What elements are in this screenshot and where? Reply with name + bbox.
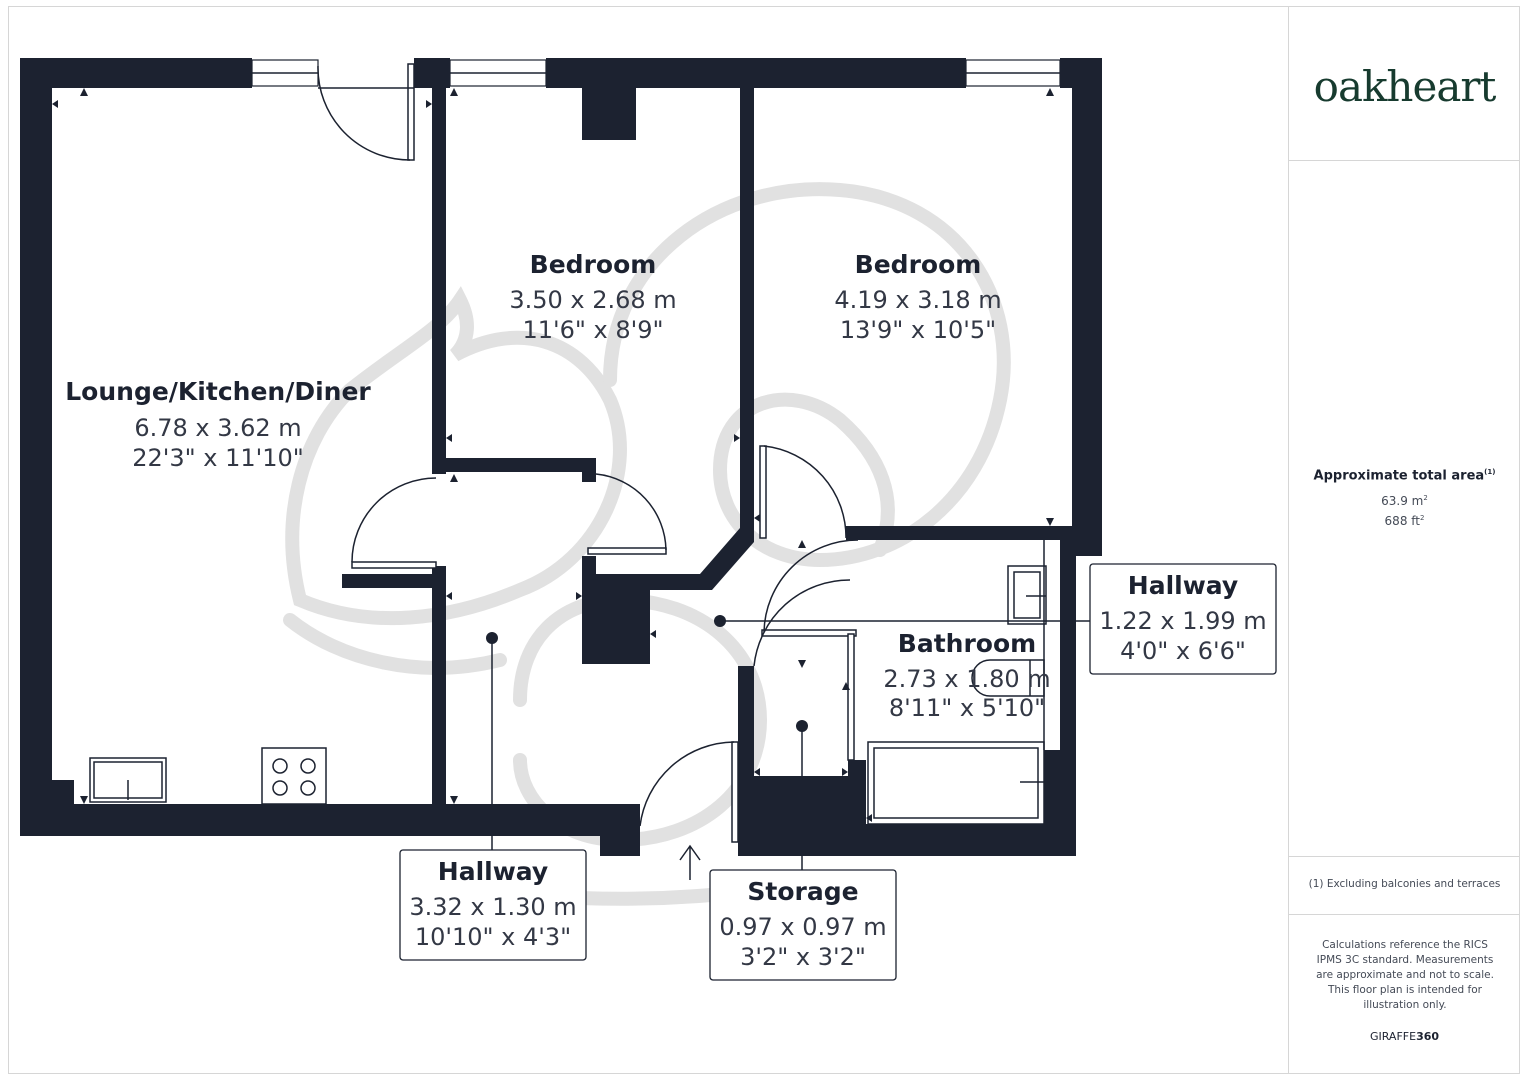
room-metric: 3.50 x 2.68 m	[509, 286, 676, 314]
room-metric: 2.73 x 1.80 m	[883, 665, 1050, 693]
unit-superscript: 2	[1419, 514, 1425, 522]
footnote: (1) Excluding balconies and terraces	[1308, 878, 1501, 890]
room-imperial: 10'10" x 4'3"	[415, 923, 571, 951]
room-metric: 4.19 x 3.18 m	[834, 286, 1001, 314]
credit-prefix: GIRAFFE	[1369, 1030, 1417, 1043]
area-sqm: 63.9 m2	[1289, 494, 1520, 508]
fixtures	[89, 540, 1047, 825]
divider	[1289, 160, 1520, 161]
floor-plan: Lounge/Kitchen/Diner 6.78 x 3.62 m 22'3"…	[20, 58, 1277, 981]
room-storage: Storage 0.97 x 0.97 m 3'2" x 3'2"	[709, 869, 897, 981]
storage-marker	[796, 720, 808, 732]
dimension-markers	[52, 88, 1054, 822]
room-metric: 0.97 x 0.97 m	[719, 913, 886, 941]
room-metric: 1.22 x 1.99 m	[1099, 607, 1266, 635]
room-imperial: 3'2" x 3'2"	[740, 943, 866, 971]
room-metric: 6.78 x 3.62 m	[134, 414, 301, 442]
page-frame	[8, 6, 1520, 1074]
credit-logo: GIRAFFE360	[1289, 1030, 1520, 1043]
room-name: Bedroom	[855, 250, 982, 279]
room-hallway-side: Hallway 1.22 x 1.99 m 4'0" x 6'6"	[1089, 563, 1277, 675]
room-lounge: Lounge/Kitchen/Diner 6.78 x 3.62 m 22'3"…	[65, 377, 371, 472]
credit-suffix: 360	[1416, 1030, 1440, 1043]
room-bedroom-1: Bedroom 3.50 x 2.68 m 11'6" x 8'9"	[509, 250, 676, 344]
brand-logo: oakheart	[1313, 62, 1497, 111]
hallway-side-marker	[714, 615, 726, 627]
room-name: Hallway	[438, 857, 548, 886]
area-sqft-value: 688 ft	[1384, 514, 1420, 528]
room-metric: 3.32 x 1.30 m	[409, 893, 576, 921]
info-sidebar: oakheart Approximate total area(1) 63.9 …	[1288, 6, 1520, 1074]
area-title: Approximate total area(1)	[1289, 468, 1520, 483]
room-name: Storage	[747, 877, 858, 906]
divider	[1289, 914, 1520, 915]
room-imperial: 4'0" x 6'6"	[1120, 637, 1246, 665]
divider	[1289, 856, 1520, 857]
room-bathroom: Bathroom 2.73 x 1.80 m 8'11" x 5'10"	[883, 629, 1050, 722]
walls	[20, 58, 1102, 856]
area-sqft: 688 ft2	[1289, 514, 1520, 528]
hallway-marker	[486, 632, 498, 644]
room-name: Bathroom	[898, 629, 1036, 658]
room-imperial: 13'9" x 10'5"	[840, 316, 996, 344]
area-title-text: Approximate total area	[1313, 468, 1485, 484]
unit-superscript: 2	[1423, 494, 1428, 502]
footnote-marker: (1)	[1484, 468, 1496, 476]
calculations-note: Calculations reference the RICS IPMS 3C …	[1316, 939, 1494, 1011]
room-name: Bedroom	[530, 250, 657, 279]
room-name: Lounge/Kitchen/Diner	[65, 377, 371, 406]
doors	[317, 63, 859, 880]
windows	[251, 59, 1061, 87]
room-name: Hallway	[1128, 571, 1238, 600]
room-imperial: 22'3" x 11'10"	[132, 444, 304, 472]
leader-lines	[486, 615, 1090, 870]
room-hallway-main: Hallway 3.32 x 1.30 m 10'10" x 4'3"	[399, 849, 587, 961]
room-imperial: 8'11" x 5'10"	[889, 694, 1045, 722]
room-imperial: 11'6" x 8'9"	[522, 316, 663, 344]
room-bedroom-2: Bedroom 4.19 x 3.18 m 13'9" x 10'5"	[834, 250, 1001, 344]
area-sqm-value: 63.9 m	[1381, 494, 1424, 508]
